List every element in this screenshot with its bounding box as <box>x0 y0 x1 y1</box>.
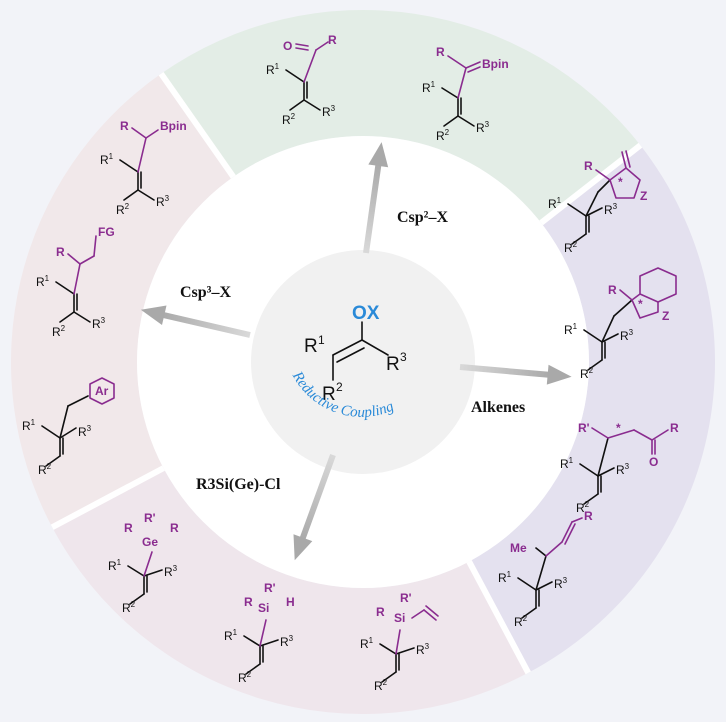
svg-text:*: * <box>618 175 623 189</box>
center-molecule: OX R 1 R 3 R 2 <box>304 303 407 405</box>
svg-text:*: * <box>638 297 643 311</box>
svg-text:Bpin: Bpin <box>482 57 509 71</box>
svg-text:Si: Si <box>394 611 405 625</box>
center-r1: R <box>304 336 318 357</box>
center-disc <box>251 250 475 474</box>
arrow-silicon <box>293 453 336 561</box>
svg-text:R: R <box>670 421 679 435</box>
svg-text:FG: FG <box>98 225 115 239</box>
svg-text:R: R <box>244 595 253 609</box>
svg-text:R: R <box>376 605 385 619</box>
svg-text:R: R <box>120 119 129 133</box>
svg-text:O: O <box>649 455 658 469</box>
label-csp2: Csp²–X <box>397 209 448 226</box>
svg-text:R: R <box>328 33 337 47</box>
product-diene: Me R R1 R3 R2 <box>498 509 593 629</box>
ring-separator <box>158 71 236 179</box>
product-vinyl-bpin: R Bpin R1 R3 R2 <box>422 45 509 143</box>
ring-separator <box>50 465 165 530</box>
svg-text:Ge: Ge <box>142 535 158 549</box>
svg-text:R': R' <box>578 421 590 435</box>
arrow-csp3 <box>140 305 251 338</box>
svg-text:Me: Me <box>510 541 527 555</box>
svg-text:R': R' <box>400 591 412 605</box>
arrow-csp2 <box>363 142 389 254</box>
svg-text:R: R <box>608 283 617 297</box>
center-ox: OX <box>352 303 380 324</box>
svg-text:R: R <box>56 245 65 259</box>
center-r2-sup: 2 <box>336 380 343 394</box>
svg-text:O: O <box>283 39 292 53</box>
product-cyclopentane: R * Z R1 R3 R2 <box>548 150 647 255</box>
svg-text:*: * <box>616 421 621 435</box>
svg-text:Ar: Ar <box>95 384 109 398</box>
center-r3-sup: 3 <box>400 350 407 364</box>
svg-text:R': R' <box>144 511 156 525</box>
svg-text:R: R <box>170 521 179 535</box>
ring-segment-bottom <box>52 468 529 714</box>
svg-text:R: R <box>584 159 593 173</box>
label-alkenes: Alkenes <box>471 399 525 416</box>
arrows <box>140 142 572 561</box>
center-r1-sup: 1 <box>318 333 325 347</box>
label-csp3: Csp³–X <box>180 284 231 301</box>
svg-text:R: R <box>436 45 445 59</box>
center-r3: R <box>386 354 400 375</box>
svg-text:Si: Si <box>258 601 269 615</box>
product-indane: R * Z R1 R3 R2 <box>564 267 677 381</box>
ring-separator <box>466 560 531 675</box>
svg-text:H: H <box>286 595 295 609</box>
ring-segment-right <box>469 145 715 673</box>
ring-segment-top <box>161 10 641 223</box>
svg-text:Bpin: Bpin <box>160 119 187 133</box>
svg-text:Z: Z <box>662 309 669 323</box>
svg-text:R': R' <box>264 581 276 595</box>
arrow-alkenes <box>459 364 572 385</box>
product-fg: R FG R1 R3 R2 <box>36 225 115 339</box>
svg-text:R: R <box>124 521 133 535</box>
svg-text:R: R <box>584 509 593 523</box>
center-r2: R <box>322 384 336 405</box>
svg-text:Z: Z <box>640 189 647 203</box>
label-silicon: R3Si(Ge)-Cl <box>196 476 281 493</box>
